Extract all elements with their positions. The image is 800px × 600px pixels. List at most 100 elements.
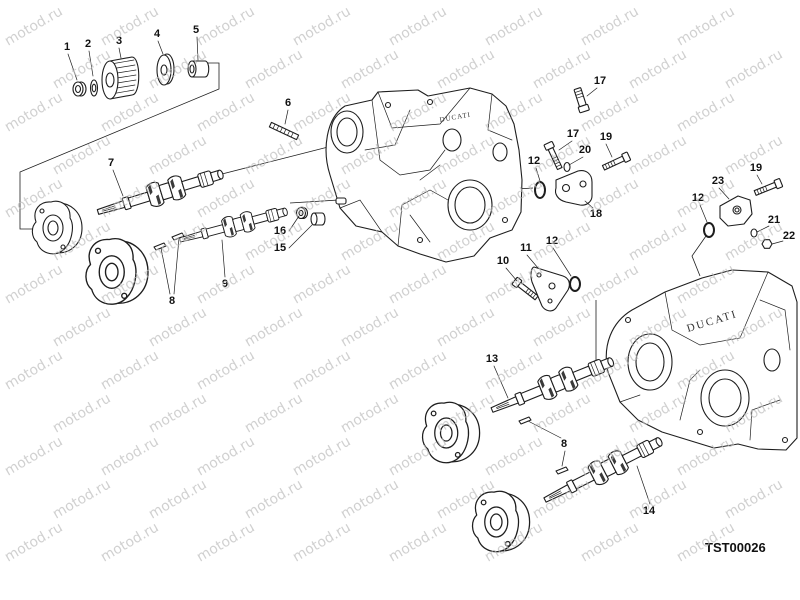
watermark-text: motod.ru	[338, 476, 402, 522]
bolt-hole	[696, 428, 704, 436]
key-8	[153, 242, 167, 251]
leader-line	[505, 247, 572, 282]
watermark-text: motod.ru	[626, 46, 690, 92]
nut-22	[761, 239, 773, 249]
casting-rib	[339, 199, 383, 233]
watermark-text: motod.ru	[290, 519, 354, 565]
watermark-text: motod.ru	[434, 304, 498, 350]
leader-line	[112, 109, 289, 295]
watermark-text: motod.ru	[194, 433, 258, 479]
callout-17-top: 17	[594, 75, 606, 87]
watermark-text: motod.ru	[50, 476, 114, 522]
callout-12-lower: 12	[546, 235, 558, 247]
watermark-text: motod.ru	[530, 304, 594, 350]
watermark-text: motod.ru	[194, 347, 258, 393]
bolt-hole	[416, 236, 424, 244]
casting-rib	[377, 87, 471, 129]
spacer-sleeve-5	[187, 60, 210, 78]
casting-rib	[679, 369, 781, 441]
watermark-text: motod.ru	[146, 390, 210, 436]
bolt-hole	[384, 101, 392, 109]
o-ring-12-right	[703, 222, 715, 238]
camshaft-bore-inner	[336, 117, 358, 147]
boss	[492, 142, 508, 162]
watermark-text: motod.ru	[626, 132, 690, 178]
pulley-flange-4	[156, 53, 175, 86]
washer-2	[89, 79, 99, 97]
nut-1	[72, 81, 87, 97]
watermark-text: motod.ru	[242, 390, 306, 436]
casting-rib	[664, 271, 769, 346]
callout-6: 6	[285, 97, 291, 109]
watermark-text: motod.ru	[578, 519, 642, 565]
watermark-text: motod.ru	[386, 3, 450, 49]
watermark-text: motod.ru	[2, 3, 66, 49]
watermark-text: motod.ru	[722, 46, 786, 92]
casting-rib	[364, 109, 441, 181]
o-ring-12-upper	[534, 181, 546, 199]
guide-line-pulley-group	[19, 62, 220, 230]
callout-5: 5	[193, 24, 199, 36]
watermark-text: motod.ru	[530, 46, 594, 92]
watermark-text: motod.ru	[626, 218, 690, 264]
watermark-text: motod.ru	[2, 261, 66, 307]
watermark-text: motod.ru	[98, 3, 162, 49]
watermark-text: motod.ru	[482, 433, 546, 479]
watermark-text: motod.ru	[2, 433, 66, 479]
watermark-text: motod.ru	[146, 304, 210, 350]
watermark-text: motod.ru	[674, 3, 738, 49]
bolt-19-right	[752, 177, 784, 198]
callout-12-upper: 12	[528, 155, 540, 167]
leader-line	[535, 87, 613, 209]
key-8-lower	[555, 466, 569, 475]
casting-rib	[409, 93, 513, 243]
key-8	[171, 232, 185, 241]
casting-rib	[371, 99, 446, 176]
watermark-text: motod.ru	[578, 89, 642, 135]
watermark-text: motod.ru	[530, 390, 594, 436]
callout-10: 10	[497, 255, 509, 267]
watermark-text: motod.ru	[194, 261, 258, 307]
watermark-text: motod.ru	[386, 519, 450, 565]
watermark-text: motod.ru	[338, 46, 402, 92]
callout-labels: 1 2 3 4 5 6 7 8 9 16 15 17 17 19 12 20 1…	[64, 24, 795, 517]
cylinder-head-horizontal: DUCATI	[605, 269, 798, 451]
callout-8-upper: 8	[169, 295, 175, 307]
watermark-text: motod.ru	[290, 261, 354, 307]
casting-rib	[397, 189, 449, 247]
head-casting-outline	[605, 269, 798, 451]
callout-2: 2	[85, 38, 91, 50]
bracket-23	[719, 195, 753, 227]
watermark-text: motod.ru	[674, 89, 738, 135]
bolt-19-upper	[601, 151, 632, 173]
watermark-text: motod.ru	[98, 347, 162, 393]
watermark-text: motod.ru	[290, 433, 354, 479]
watermark-text: motod.ru	[290, 3, 354, 49]
camshaft-bore-inner	[635, 342, 665, 382]
stud	[335, 197, 347, 205]
watermark-text: motod.ru	[242, 46, 306, 92]
washer-21	[750, 228, 758, 238]
watermark-text: motod.ru	[242, 304, 306, 350]
o-ring-12-lower	[569, 276, 581, 292]
watermark-text: motod.ru	[722, 476, 786, 522]
callout-11: 11	[520, 242, 532, 254]
callout-13: 13	[486, 353, 498, 365]
callout-9: 9	[222, 278, 228, 290]
watermark-text: motod.ru	[194, 3, 258, 49]
callout-4: 4	[154, 28, 161, 40]
drawing-code: TST00026	[705, 540, 766, 555]
callout-23: 23	[712, 175, 724, 187]
callout-18: 18	[590, 208, 602, 220]
leader-line	[493, 365, 651, 505]
callout-leader-lines	[67, 36, 784, 505]
watermark-text: motod.ru	[146, 132, 210, 178]
boss	[442, 128, 462, 152]
guide-line-bracket-23	[691, 235, 707, 277]
callout-12-right: 12	[692, 192, 704, 204]
watermark-text: motod.ru	[194, 89, 258, 135]
leader-line	[699, 174, 784, 245]
guide-line-camshaft-7	[221, 145, 333, 175]
